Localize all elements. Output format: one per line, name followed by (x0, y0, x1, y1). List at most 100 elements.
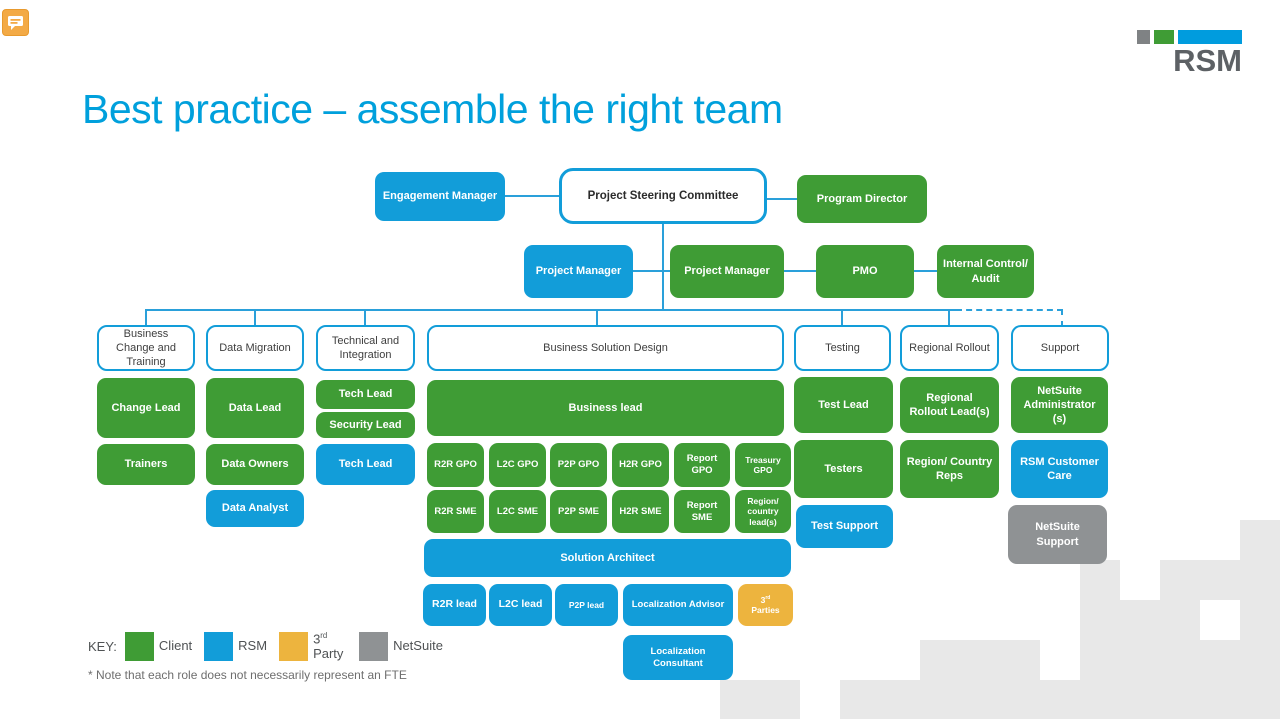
org-box-p2p-gpo: P2P GPO (550, 443, 607, 487)
org-box-label: L2C GPO (496, 459, 539, 471)
org-box-label: Program Director (816, 192, 908, 205)
header-label: Support (1040, 341, 1080, 354)
header-label: Testing (825, 341, 860, 354)
connector-drop (145, 309, 147, 325)
mosaic-cell (1080, 600, 1120, 640)
connector-line (662, 224, 664, 310)
header-label: Technical and Integration (331, 334, 400, 361)
org-box-r2r-lead: R2R lead (423, 584, 486, 626)
mosaic-cell (880, 680, 920, 719)
org-box-label: R2R SME (434, 505, 477, 517)
org-box-rsm-customer-care: RSM Customer Care (1011, 440, 1108, 498)
org-box-label: Solution Architect (560, 551, 655, 564)
legend-item-netsuite: NetSuite (359, 632, 443, 661)
mosaic-cell (1160, 680, 1200, 719)
mosaic-cell (1080, 560, 1120, 600)
mosaic-cell (1240, 560, 1280, 600)
mosaic-cell (720, 680, 760, 719)
org-box-label: Project Manager (684, 265, 770, 278)
rsm-logo: RSM (1137, 30, 1242, 78)
connector-line (767, 198, 797, 200)
org-box-project-manager-client: Project Manager (670, 245, 784, 298)
header-label: Data Migration (219, 341, 291, 354)
connector-line (784, 270, 816, 272)
org-box-testers: Testers (794, 440, 893, 498)
org-box-label: RSM Customer Care (1020, 455, 1099, 482)
mosaic-cell (1160, 560, 1200, 600)
org-box-label: R2R lead (432, 598, 477, 611)
org-box-change-lead: Change Lead (97, 378, 195, 438)
header-business-solution-design: Business Solution Design (427, 325, 784, 371)
legend-swatch-netsuite (359, 632, 389, 661)
org-box-label: Report GPO (686, 453, 718, 476)
page-title: Best practice – assemble the right team (82, 86, 783, 132)
mosaic-cell (1000, 680, 1040, 719)
org-box-label: Trainers (124, 458, 168, 471)
org-box-r2r-gpo: R2R GPO (427, 443, 484, 487)
org-box-security-lead: Security Lead (316, 412, 415, 438)
org-box-region-country-leads: Region/ country lead(s) (735, 490, 791, 533)
mosaic-cell (1200, 560, 1240, 600)
org-box-treasury-gpo: Treasury GPO (735, 443, 791, 487)
org-box-label: Localization Advisor (631, 599, 725, 611)
org-box-localization-advisor: Localization Advisor (623, 584, 733, 626)
connector-drop (948, 309, 950, 325)
org-box-data-analyst: Data Analyst (206, 490, 304, 527)
mosaic-cell (1080, 640, 1120, 680)
mosaic-cell (960, 640, 1000, 680)
org-box-label: P2P GPO (557, 459, 600, 471)
legend-item-rsm: RSM (204, 632, 267, 661)
org-box-project-steering-committee: Project Steering Committee (559, 168, 767, 224)
connector-drop (841, 309, 843, 325)
legend-item-label: 3rd Party (313, 631, 344, 661)
mosaic-cell (1000, 640, 1040, 680)
org-box-label: Region/ Country Reps (906, 455, 993, 482)
org-box-label: Engagement Manager (382, 190, 498, 203)
org-box-h2r-gpo: H2R GPO (612, 443, 669, 487)
comment-icon[interactable] (2, 9, 29, 36)
logo-green-block (1154, 30, 1174, 44)
connector-drop (364, 309, 366, 325)
org-box-engagement-manager: Engagement Manager (375, 172, 505, 221)
mosaic-cell (1120, 680, 1160, 719)
org-box-label: Tech Lead (338, 458, 393, 471)
connector-line (914, 270, 937, 272)
org-box-label: PMO (852, 265, 878, 278)
mosaic-cell (1200, 640, 1240, 680)
connector-drop (254, 309, 256, 325)
org-box-project-manager-rsm: Project Manager (524, 245, 633, 298)
header-label: Regional Rollout (909, 341, 990, 354)
mosaic-cell (1160, 600, 1200, 640)
org-box-p2p-lead: P2P lead (555, 584, 618, 626)
org-box-label: Business lead (568, 401, 643, 414)
org-box-label: H2R SME (619, 505, 662, 517)
connector-drop (596, 309, 598, 325)
org-box-label: Test Lead (818, 398, 869, 411)
org-box-label: Tech Lead (338, 388, 393, 401)
org-box-solution-architect: Solution Architect (424, 539, 791, 577)
org-box-internal-control-audit: Internal Control/ Audit (937, 245, 1034, 298)
logo-gray-block (1137, 30, 1150, 44)
header-label: Business Change and Training (116, 327, 176, 369)
legend-title: KEY: (88, 639, 117, 654)
org-box-label: Treasury GPO (745, 454, 781, 475)
org-box-data-owners: Data Owners (206, 444, 304, 485)
org-box-label: H2R GPO (619, 459, 662, 471)
org-box-label: Report SME (686, 499, 718, 523)
org-box-label: Region/ country lead(s) (747, 496, 779, 527)
mosaic-cell (920, 680, 960, 719)
org-box-report-gpo: Report GPO (674, 443, 730, 487)
org-box-label: Parties (751, 605, 780, 615)
mosaic-cell (840, 680, 880, 719)
header-label: Business Solution Design (543, 341, 668, 354)
org-box-label: Data Owners (221, 458, 289, 471)
org-box-trainers: Trainers (97, 444, 195, 485)
org-box-region-country-reps: Region/ Country Reps (900, 440, 999, 498)
org-box-tech-lead-client: Tech Lead (316, 380, 415, 409)
org-box-p2p-sme: P2P SME (550, 490, 607, 533)
org-box-label: Internal Control/ Audit (943, 258, 1028, 285)
legend-swatch-rsm (204, 632, 234, 661)
org-box-tech-lead-rsm: Tech Lead (316, 444, 415, 485)
mosaic-cell (1080, 680, 1120, 719)
